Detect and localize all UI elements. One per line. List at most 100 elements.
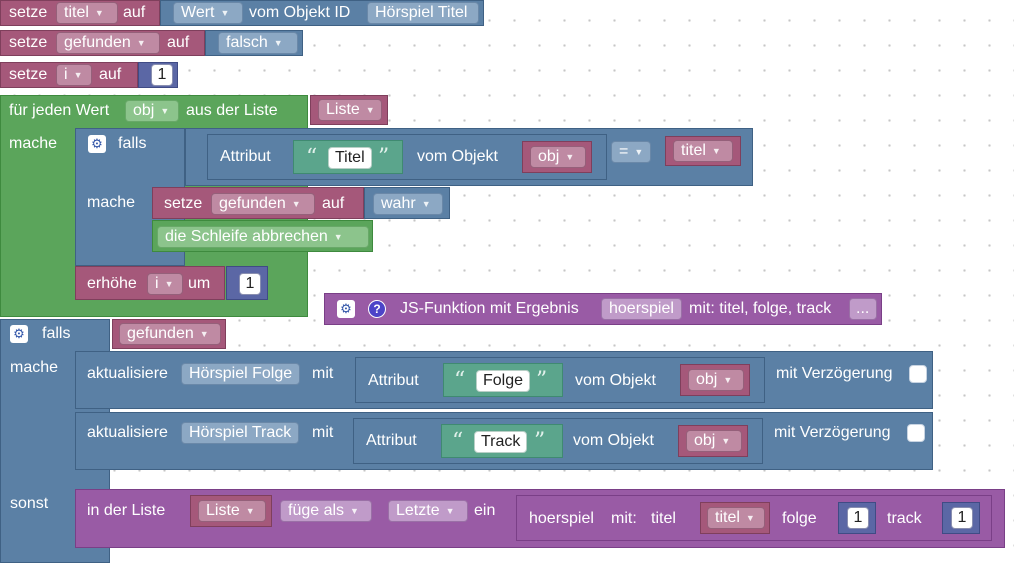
titel-variable-dropdown[interactable]: titel▼ <box>673 140 733 162</box>
quote-close-icon: ” <box>536 368 548 393</box>
to-keyword: auf <box>123 4 146 21</box>
function-name-field[interactable]: hoerspiel <box>601 298 682 320</box>
number-input[interactable]: 1 <box>239 273 261 295</box>
gear-icon[interactable]: ⚙ <box>10 325 28 343</box>
text-block-titel[interactable]: “ Titel ” <box>293 140 403 174</box>
property-name: Wert <box>181 4 215 21</box>
list-variable-block[interactable]: Liste▼ <box>190 495 272 527</box>
variable-dropdown-gefunden[interactable]: gefunden▼ <box>211 193 315 215</box>
number-input[interactable]: 1 <box>951 507 973 529</box>
delay-checkbox[interactable] <box>909 365 927 383</box>
delay-checkbox[interactable] <box>907 424 925 442</box>
boolean-true-block[interactable]: wahr ▼ <box>364 187 450 219</box>
in-list-keyword: in der Liste <box>87 502 166 519</box>
of-object-keyword: vom Objekt <box>575 372 656 389</box>
set-keyword: setze <box>9 66 48 83</box>
increment-keyword: erhöhe <box>87 275 137 292</box>
variable-name: obj <box>696 371 718 388</box>
dropdown-arrow-icon: ▼ <box>220 8 230 18</box>
number-input[interactable]: 1 <box>847 507 869 529</box>
for-each-keyword: für jeden Wert <box>9 102 110 119</box>
titel-variable-dropdown[interactable]: titel▼ <box>707 507 765 529</box>
variable-name: obj <box>538 148 560 165</box>
insert-position-value: Letzte <box>396 502 440 519</box>
function-call-with: mit: <box>611 510 637 527</box>
attribute-keyword: Attribut <box>220 148 271 165</box>
number-input[interactable]: 1 <box>151 64 173 86</box>
text-input-titel[interactable]: Titel <box>328 147 372 169</box>
quote-open-icon: “ <box>452 429 464 454</box>
update-target-field[interactable]: Hörspiel Track <box>181 422 300 444</box>
variable-dropdown-i[interactable]: i▼ <box>147 273 183 295</box>
dropdown-arrow-icon: ▼ <box>136 38 146 48</box>
param-titel-label: titel <box>651 510 676 527</box>
boolean-value: wahr <box>381 195 416 212</box>
object-id-field[interactable]: Hörspiel Titel <box>367 2 479 24</box>
text-input-folge[interactable]: Folge <box>476 370 531 392</box>
gefunden-variable-dropdown[interactable]: gefunden▼ <box>119 323 221 345</box>
attribute-keyword: Attribut <box>368 372 419 389</box>
param-titel-variable-block[interactable]: titel▼ <box>700 502 770 534</box>
variable-name: i <box>64 66 68 83</box>
equals-operator-field[interactable]: =▼ <box>611 141 652 163</box>
boolean-dropdown-falsch[interactable]: falsch▼ <box>218 32 298 54</box>
boolean-value: falsch <box>226 34 268 51</box>
increment-i-block[interactable]: erhöhe i▼ um <box>75 266 225 300</box>
do-keyword: mache <box>10 359 59 376</box>
insert-position-dropdown[interactable]: Letzte▼ <box>388 500 468 522</box>
param-folge-label: folge <box>782 510 817 527</box>
obj-variable-block[interactable]: obj▼ <box>678 425 748 457</box>
break-loop-block[interactable]: die Schleife abbrechen▼ <box>152 220 373 252</box>
if-keyword: falls <box>118 135 147 152</box>
property-dropdown-wert[interactable]: Wert ▼ <box>173 2 243 24</box>
help-icon[interactable]: ? <box>368 300 386 318</box>
text-block-folge[interactable]: “ Folge ” <box>443 363 563 397</box>
dropdown-arrow-icon: ▼ <box>291 199 301 209</box>
text-input-track[interactable]: Track <box>474 431 528 453</box>
gefunden-variable-block[interactable]: gefunden▼ <box>112 319 226 349</box>
obj-variable-dropdown[interactable]: obj▼ <box>530 146 586 168</box>
set-titel-block[interactable]: setze titel▼ auf <box>0 0 160 26</box>
boolean-false-block[interactable]: falsch▼ <box>205 30 303 56</box>
obj-variable-block[interactable]: obj▼ <box>522 141 592 173</box>
gear-icon[interactable]: ⚙ <box>88 135 106 153</box>
set-keyword: setze <box>9 4 48 21</box>
js-function-block[interactable]: ⚙ ? JS-Funktion mit Ergebnis hoerspiel m… <box>324 293 882 325</box>
set-gefunden-true-block[interactable]: setze gefunden▼ auf <box>152 187 364 219</box>
of-object-keyword: vom Objekt <box>417 148 498 165</box>
function-params-label: mit: titel, folge, track <box>689 300 832 317</box>
variable-name: obj <box>694 432 716 449</box>
list-variable-block[interactable]: Liste▼ <box>310 95 388 125</box>
number-block[interactable]: 1 <box>138 62 178 88</box>
obj-variable-dropdown[interactable]: obj▼ <box>686 430 742 452</box>
update-target-field[interactable]: Hörspiel Folge <box>181 363 301 385</box>
param-track-number-block[interactable]: 1 <box>942 502 980 534</box>
insert-mode-dropdown[interactable]: füge als▼ <box>280 500 372 522</box>
from-list-keyword: aus der Liste <box>186 102 278 119</box>
of-object-keyword: vom Objekt <box>573 432 654 449</box>
break-dropdown[interactable]: die Schleife abbrechen▼ <box>157 226 369 248</box>
obj-variable-block[interactable]: obj▼ <box>680 364 750 396</box>
gear-icon[interactable]: ⚙ <box>337 300 355 318</box>
function-call-name: hoerspiel <box>529 510 594 527</box>
set-gefunden-block[interactable]: setze gefunden▼ auf <box>0 30 205 56</box>
set-i-block[interactable]: setze i▼ auf <box>0 62 138 88</box>
dropdown-arrow-icon: ▼ <box>421 199 431 209</box>
variable-dropdown-i[interactable]: i▼ <box>56 64 92 86</box>
text-block-track[interactable]: “ Track ” <box>441 424 563 458</box>
variable-dropdown-gefunden[interactable]: gefunden▼ <box>56 32 160 54</box>
variable-dropdown-titel[interactable]: titel▼ <box>56 2 118 24</box>
boolean-dropdown-wahr[interactable]: wahr ▼ <box>373 193 443 215</box>
do-keyword: mache <box>87 194 136 211</box>
list-variable-dropdown[interactable]: Liste▼ <box>198 500 266 522</box>
loop-variable-dropdown[interactable]: obj▼ <box>125 100 179 122</box>
dropdown-arrow-icon: ▼ <box>164 279 174 289</box>
number-block[interactable]: 1 <box>226 266 268 300</box>
obj-variable-dropdown[interactable]: obj▼ <box>688 369 744 391</box>
titel-variable-block[interactable]: titel▼ <box>665 136 741 166</box>
variable-name: titel <box>64 4 89 21</box>
list-variable-dropdown[interactable]: Liste▼ <box>318 99 382 121</box>
param-folge-number-block[interactable]: 1 <box>838 502 876 534</box>
function-edit-button[interactable]: ... <box>849 298 877 320</box>
get-state-block[interactable]: Wert▼ vom Objekt ID Hörspiel Titel <box>160 0 484 26</box>
